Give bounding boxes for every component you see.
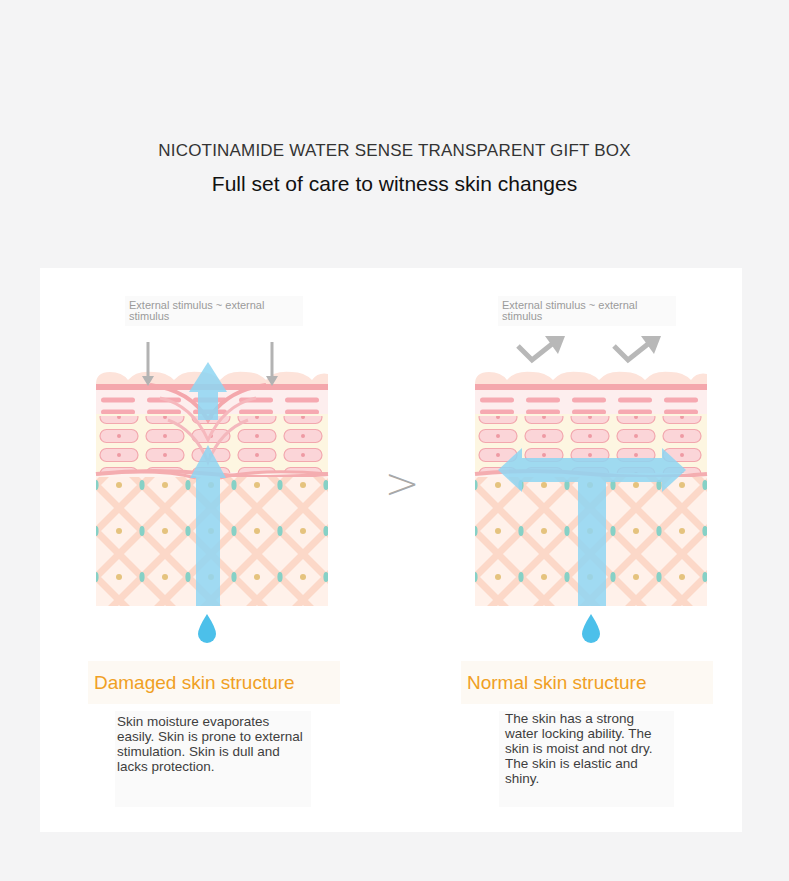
body-text: The skin has a strong water locking abil… bbox=[505, 711, 668, 786]
panel bbox=[40, 268, 742, 832]
moisture-arrow bbox=[189, 362, 227, 606]
water-drop bbox=[198, 614, 216, 643]
damaged-skin bbox=[96, 372, 328, 606]
normal-skin bbox=[475, 372, 707, 606]
body-box: The skin has a strong water locking abil… bbox=[499, 711, 674, 807]
comparison-sign: > bbox=[380, 462, 424, 506]
heading-box: Damaged skin structure bbox=[88, 661, 340, 704]
heading-box: Normal skin structure bbox=[461, 661, 713, 704]
stimulus-arrow bbox=[142, 342, 278, 386]
stimulus-label: External stimulus ~ external stimulus bbox=[129, 300, 301, 322]
heading-text: Damaged skin structure bbox=[94, 672, 334, 694]
water-drop bbox=[582, 614, 600, 643]
skin-deformation bbox=[96, 385, 328, 478]
stimulus-label: External stimulus ~ external stimulus bbox=[502, 300, 674, 322]
bounce-arrowhead bbox=[545, 336, 661, 354]
subtitle: Full set of care to witness skin changes bbox=[0, 172, 789, 196]
title: NICOTINAMIDE WATER SENSE TRANSPARENT GIF… bbox=[0, 141, 789, 161]
heading-text: Normal skin structure bbox=[467, 672, 707, 694]
body-text: Skin moisture evaporates easily. Skin is… bbox=[117, 714, 309, 774]
label-patch bbox=[498, 296, 676, 326]
bounce-arrow bbox=[518, 344, 648, 360]
moisture-arrow bbox=[498, 448, 686, 606]
label-patch bbox=[125, 296, 303, 326]
body-box: Skin moisture evaporates easily. Skin is… bbox=[115, 711, 311, 807]
